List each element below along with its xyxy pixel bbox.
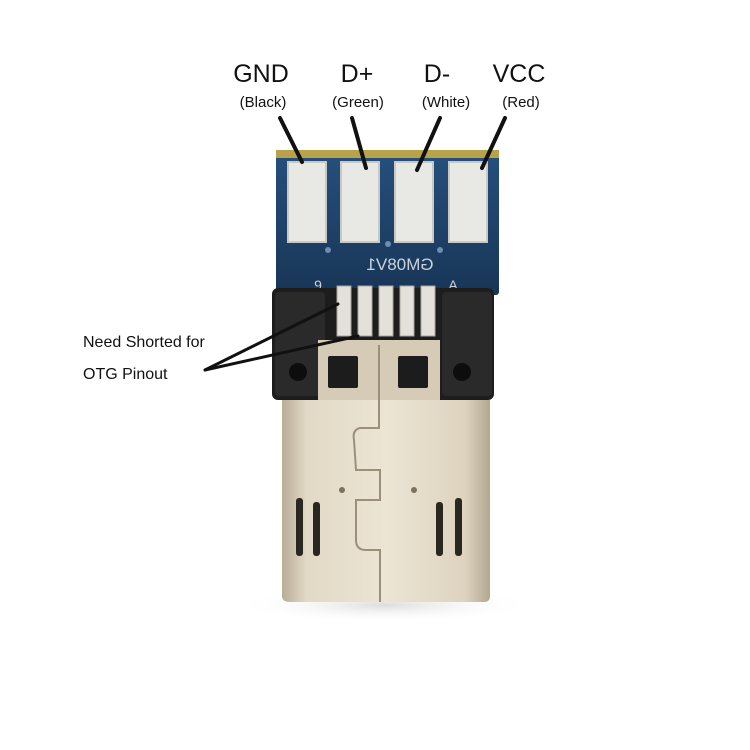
- pad-dminus: [394, 161, 434, 243]
- pin-color-dplus: (Green): [332, 94, 384, 111]
- pin-label-vcc: VCC: [492, 60, 546, 88]
- pcb-silkscreen-text: GM08V1: [366, 255, 433, 274]
- latch-slot-left-b: [313, 502, 320, 556]
- pad-vcc: [448, 161, 488, 243]
- pin-label-dminus: D-: [423, 60, 451, 88]
- leader-gnd: [278, 116, 304, 164]
- metal-shell: [282, 340, 490, 602]
- leader-vcc: [480, 116, 507, 170]
- pad-gnd: [287, 161, 327, 243]
- pin-leader-lines: [278, 116, 507, 172]
- pin-label-dplus: D+: [340, 60, 374, 88]
- shell-window-left: [328, 356, 358, 388]
- pad-dplus: [340, 161, 380, 243]
- latch-slot-right-a: [436, 502, 443, 556]
- latch-slot-right-b: [455, 498, 462, 556]
- leader-dminus: [415, 116, 442, 172]
- pin-color-gnd: (Black): [239, 94, 287, 111]
- pcb-pin-mark-left: 9: [314, 277, 322, 293]
- pcb-pin-mark-right: A: [448, 277, 458, 293]
- leader-dplus: [350, 116, 368, 170]
- pin-color-dminus: (White): [421, 94, 471, 111]
- otg-note-line1: Need Shorted for: [83, 334, 205, 351]
- otg-note-arrows: [203, 302, 360, 372]
- pcb-board: GM08V1 9 A: [276, 150, 499, 295]
- otg-note-line2: OTG Pinout: [83, 366, 168, 383]
- pin-label-gnd: GND: [233, 60, 289, 88]
- shell-window-right: [398, 356, 428, 388]
- pin-color-vcc: (Red): [502, 94, 540, 111]
- latch-slot-left-a: [296, 498, 303, 556]
- contact-pins: [336, 285, 436, 337]
